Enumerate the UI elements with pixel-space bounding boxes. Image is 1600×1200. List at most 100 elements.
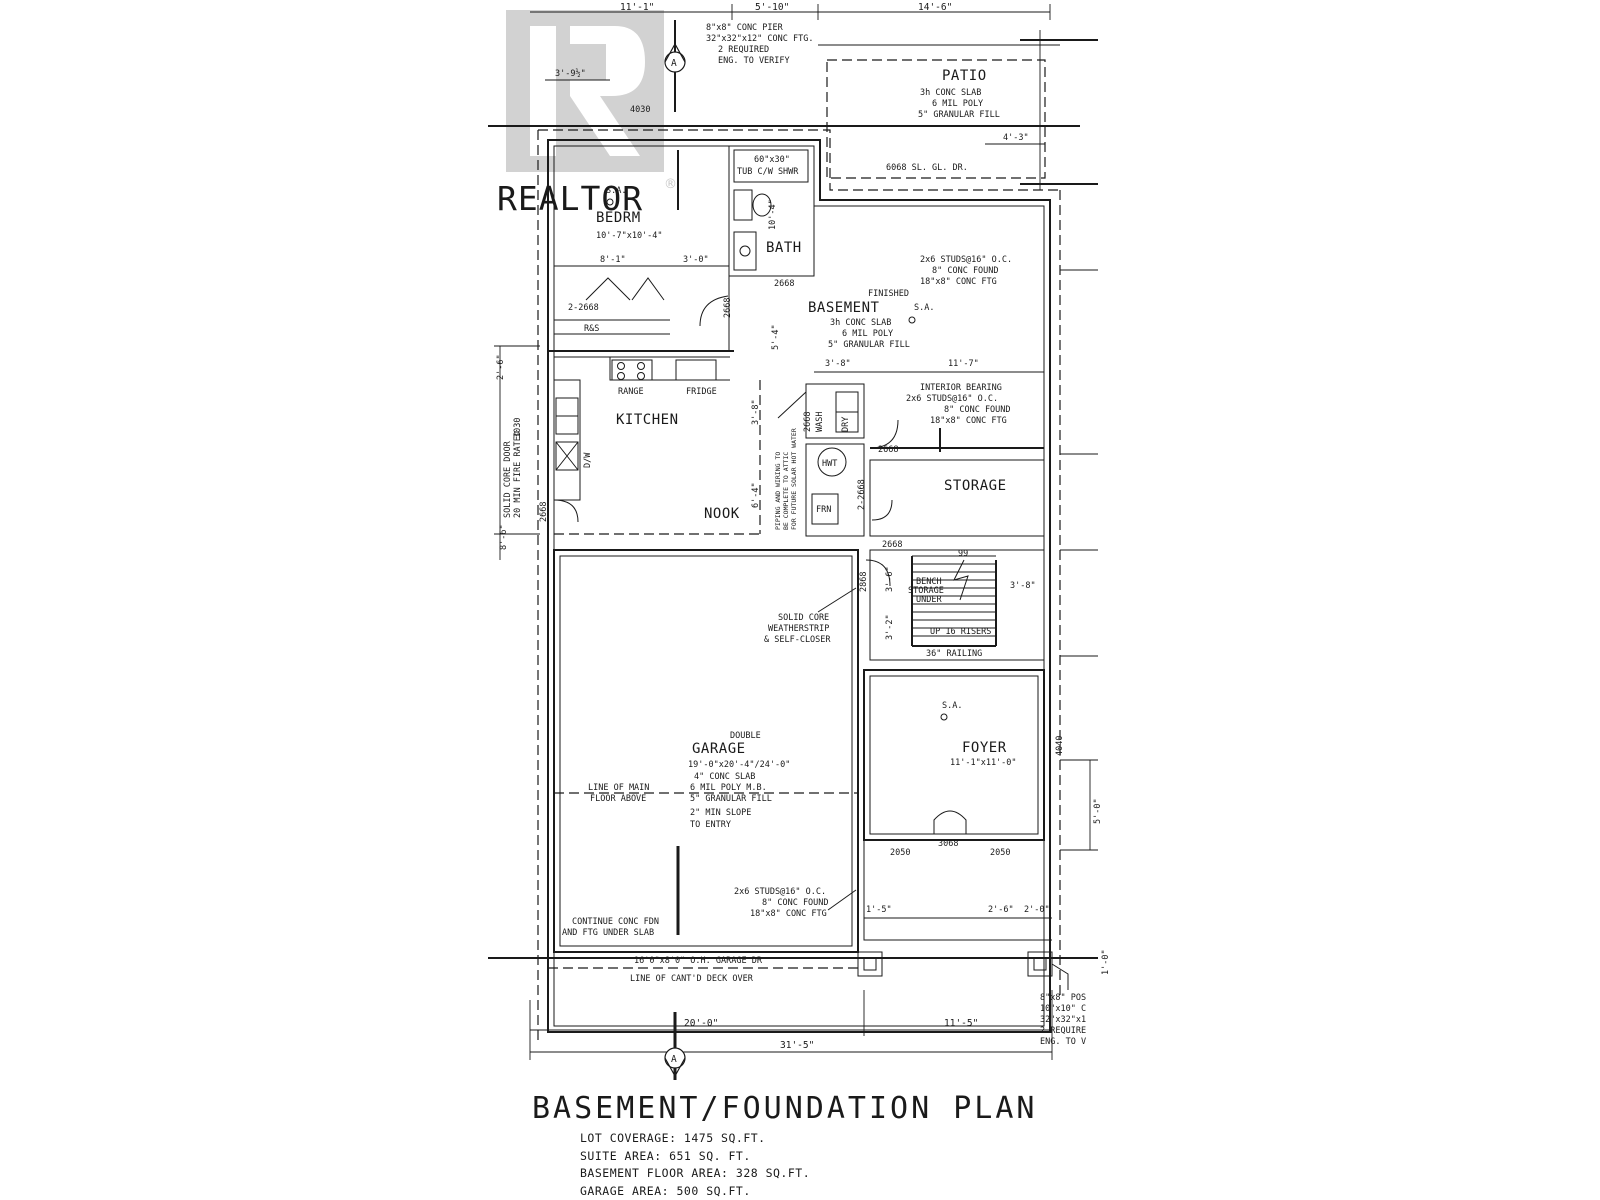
basement-name: BASEMENT <box>808 300 880 316</box>
window-4040: 4040 <box>1055 736 1065 756</box>
bedroom-size: 10'-7"x10'-4" <box>596 231 663 241</box>
interior-bearing-2: 2x6 STUDS@16" O.C. <box>906 394 998 404</box>
garage-name: GARAGE <box>692 741 746 757</box>
garage-prefix: DOUBLE <box>730 731 761 741</box>
door-2668-kitchen: 2668 <box>539 502 549 522</box>
range-label: RANGE <box>618 387 644 397</box>
continue-note-1: CONTINUE CONC FDN <box>572 917 659 927</box>
stairs: 2668 99 BENCH STORAGE UNDER 3'-8" UP 16 … <box>859 540 1045 661</box>
bedroom: S.A. BEDRM 10'-7"x10'-4" 8'-1" 3'-0" 2-2… <box>553 145 730 352</box>
stair-treads <box>911 555 997 647</box>
dim-top-right: 14'-6" <box>918 2 952 13</box>
garage-spec-2: 6 MIL POLY M.B. <box>690 783 767 793</box>
section-label-top: A <box>671 58 677 69</box>
storage: STORAGE <box>869 459 1045 537</box>
basement: 2x6 STUDS@16" O.C. 8" CONC FOUND 18"x8" … <box>771 255 1044 452</box>
dim-top-mid: 5'-10" <box>755 2 789 13</box>
pier-note: 8"x8" CONC PIER 32"x32"x12" CONC FTG. 2 … <box>706 23 813 66</box>
realtor-wordmark: REALTOR <box>497 179 643 218</box>
interior-bearing-3: 8" CONC FOUND <box>944 405 1011 415</box>
door-2868: 2868 <box>859 572 869 592</box>
patio-spec-1: 3h CONC SLAB <box>920 88 981 98</box>
window-3030: 3030 <box>513 418 523 438</box>
stair-99: 99 <box>958 549 968 559</box>
door-2668-storage: 2668 <box>878 445 898 455</box>
window-2050a: 2050 <box>890 848 910 858</box>
realtor-logo: REALTOR ® <box>497 10 677 218</box>
solid-core-door-1: SOLID CORE DOOR <box>503 440 513 518</box>
kitchen: RANGE FRIDGE D/W KITCHEN NOOK 3'-8" 6'-4… <box>496 350 761 550</box>
dim-5-4: 5'-4" <box>771 324 781 350</box>
post-note-4: 2 REQUIRE <box>1040 1026 1086 1036</box>
pier-note-4: ENG. TO VERIFY <box>718 56 790 66</box>
interior-bearing-1: INTERIOR BEARING <box>920 383 1002 393</box>
dim-1-5: 1'-5" <box>866 905 892 915</box>
dim-2-2668: 2-2668 <box>568 303 599 313</box>
post-note: 1'-0" 8"x8" POS 10"x10" C 32"x32"x1 2 RE… <box>1040 949 1111 1047</box>
garage-door-label: 16'0"x8'0" O.H. GARAGE DR <box>634 956 763 966</box>
foundation-note-1: 2x6 STUDS@16" O.C. <box>920 255 1012 265</box>
dim-1-0: 1'-0" <box>1101 949 1111 975</box>
patio-name: PATIO <box>942 68 987 84</box>
main-floor-line-1: LINE OF MAIN <box>588 783 649 793</box>
foundation-note-3: 18"x8" CONC FTG <box>920 277 997 287</box>
pier-note-1: 8"x8" CONC PIER <box>706 23 784 33</box>
dim-3-8c: 3'-8" <box>1010 581 1036 591</box>
foundation-note-2: 8" CONC FOUND <box>932 266 999 276</box>
basement-sa: S.A. <box>914 303 934 313</box>
section-label-bottom: A <box>671 1054 677 1065</box>
piping-note-2: BE COMPLETE TO ATTIC <box>782 452 790 530</box>
dim-bottom-31-5: 31'-5" <box>780 1040 814 1051</box>
solid-core-3: & SELF-CLOSER <box>764 635 831 645</box>
dim-5-0: 5'-0" <box>1093 798 1103 824</box>
nook-name: NOOK <box>704 506 740 522</box>
piping-note: PIPING AND WIRING TO BE COMPLETE TO ATTI… <box>774 428 798 530</box>
garage-spec-4: 2" MIN SLOPE <box>690 808 751 818</box>
bedroom-name: BEDRM <box>596 210 641 226</box>
dim-4-3: 4'-3" <box>1003 133 1029 143</box>
garage-spec-1: 4" CONC SLAB <box>694 772 755 782</box>
dim-bottom-20: 20'-0" <box>684 1018 718 1029</box>
interior-bearing-4: 18"x8" CONC FTG <box>930 416 1007 426</box>
piping-note-1: PIPING AND WIRING TO <box>774 452 782 530</box>
dryer-label: DRY <box>841 417 851 432</box>
foyer: S.A. FOYER 11'-1"x11'-0" 4040 3068 2050 … <box>863 669 1103 941</box>
garage-wall-note-3: 18"x8" CONC FTG <box>750 909 827 919</box>
continue-note-2: AND FTG UNDER SLAB <box>562 928 654 938</box>
solid-core-door-2: 20 MIN FIRE RATED <box>513 431 523 518</box>
door-2668-laundry: 2668 <box>803 412 813 432</box>
garage: SOLID CORE WEATHERSTRIP & SELF-CLOSER DO… <box>548 549 1053 984</box>
dim-10-4: 10'-4" <box>768 199 778 230</box>
bath: 60"x30" TUB C/W SHWR 10'-4" BATH 2668 26… <box>699 145 815 327</box>
tub-label: TUB C/W SHWR <box>737 167 799 177</box>
bath-name: BATH <box>766 240 802 256</box>
storage-name: STORAGE <box>944 478 1007 494</box>
basement-prefix: FINISHED <box>868 289 909 299</box>
dim-3-8a: 3'-8" <box>825 359 851 369</box>
kitchen-name: KITCHEN <box>616 412 679 428</box>
dim-3-0: 3'-0" <box>683 255 709 265</box>
pier-note-3: 2 REQUIRED <box>718 45 769 55</box>
garage-wall-note-1: 2x6 STUDS@16" O.C. <box>734 887 826 897</box>
basement-spec-3: 5" GRANULAR FILL <box>828 340 910 350</box>
foyer-size: 11'-1"x11'-0" <box>950 758 1017 768</box>
section-marker-top: A <box>664 20 686 112</box>
garage-spec-3: 5" GRANULAR FILL <box>690 794 772 804</box>
railing-label: 36" RAILING <box>926 649 982 659</box>
stat-basement-floor-area: BASEMENT FLOOR AREA: 328 SQ.FT. <box>580 1166 810 1180</box>
bedroom-sa: S.A. <box>606 186 626 196</box>
solid-core-1: SOLID CORE <box>778 613 829 623</box>
main-floor-line-2: FLOOR ABOVE <box>590 794 646 804</box>
garage-size: 19'-0"x20'-4"/24'-0" <box>688 760 790 770</box>
post-note-2: 10"x10" C <box>1040 1004 1086 1014</box>
washer-label: WASH <box>815 412 825 432</box>
door-2668-hall: 2668 <box>723 298 733 318</box>
mechanical-room: WASH DRY 2668 HWT FRN 2-2668 2668 <box>777 383 899 537</box>
top-dimension-line: 11'-1" 5'-10" 14'-6" <box>530 2 1051 20</box>
door-3068: 3068 <box>938 839 958 849</box>
window-4030: 4030 <box>630 105 650 115</box>
deck-line-label: LINE OF CANT'D DECK OVER <box>630 974 754 984</box>
tub-size: 60"x30" <box>754 155 790 165</box>
basement-spec-2: 6 MIL POLY <box>842 329 893 339</box>
